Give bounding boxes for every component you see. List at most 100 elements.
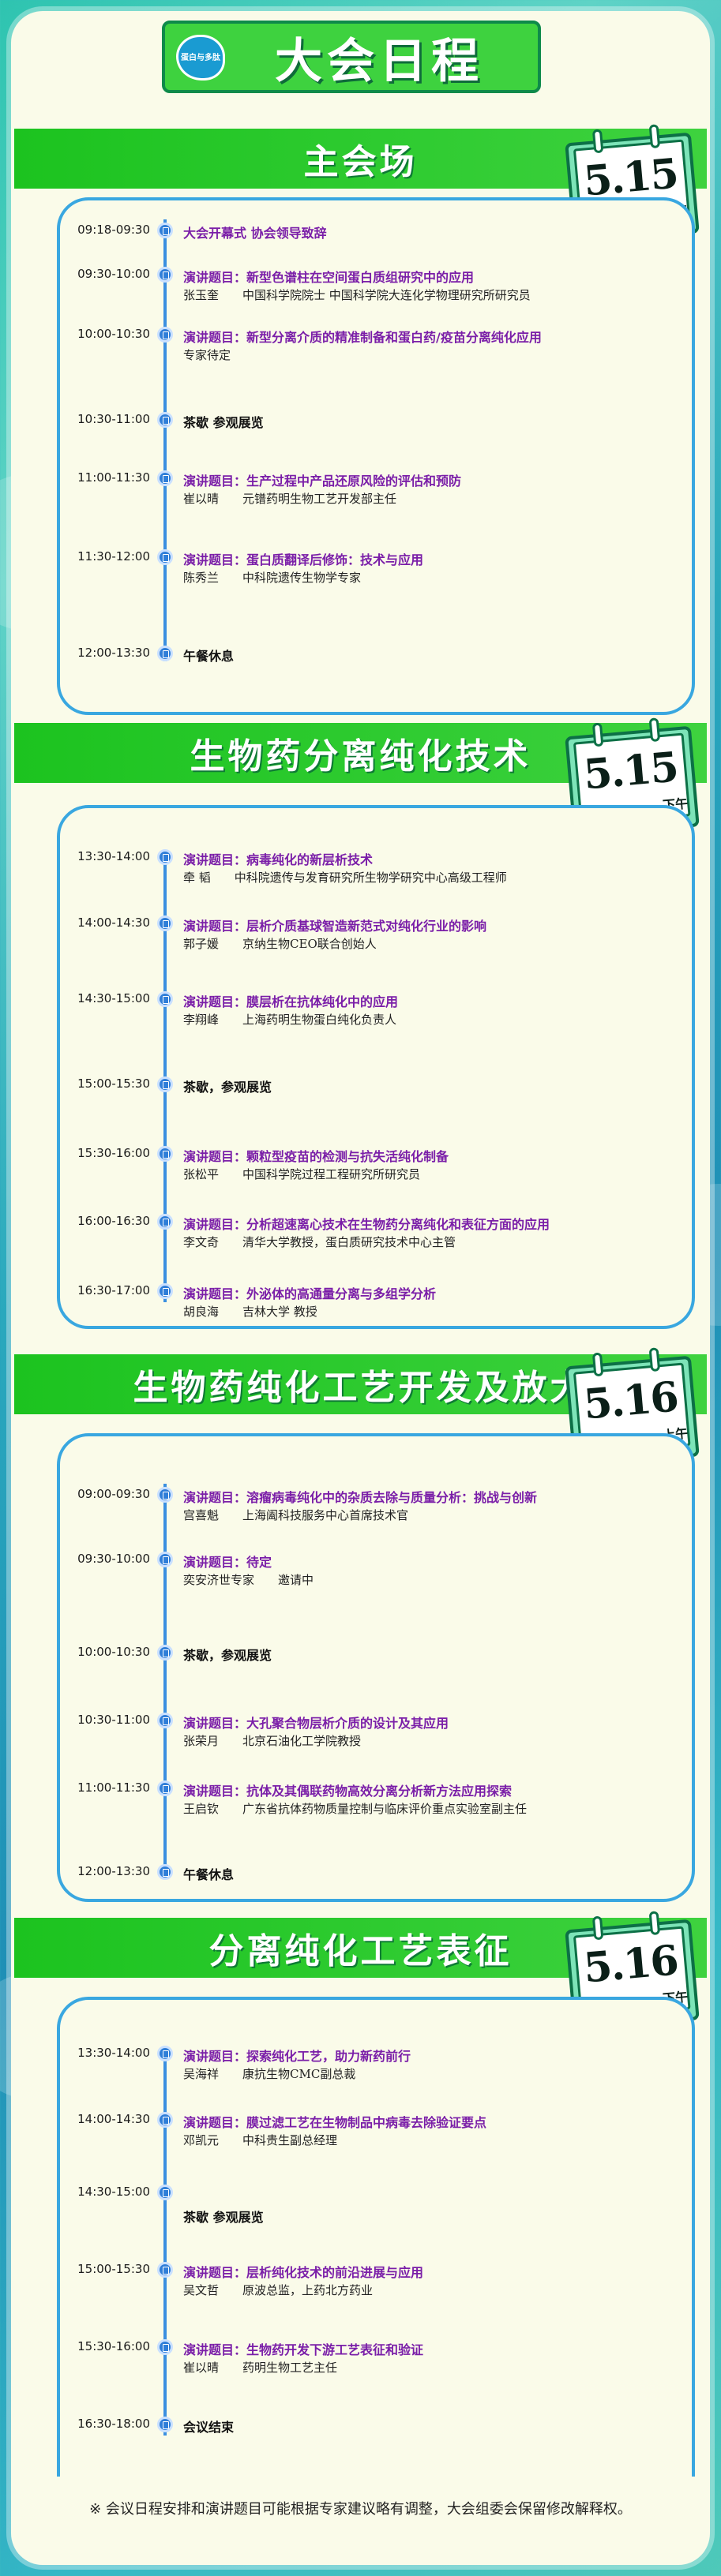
session-time: 10:00-10:30: [77, 1645, 150, 1659]
session-time: 15:00-15:30: [77, 1076, 150, 1091]
schedule-row: 14:00-14:30 演讲题目：层析介质基球智造新范式对纯化行业的影响 郭子媛…: [0, 915, 711, 963]
session-topic: 层析纯化技术的前沿进展与应用: [246, 2265, 424, 2280]
speaker-name: 邓凯元: [183, 2133, 220, 2147]
talk-label: 演讲题目：: [183, 2049, 247, 2064]
talk-label: 演讲题目：: [183, 919, 247, 934]
schedule-row: 13:30-14:00 演讲题目：病毒纯化的新层析技术 牵 韬中科院遗传与发育研…: [0, 849, 711, 897]
speaker-name: 宫喜魁: [183, 1508, 220, 1522]
session-time: 10:30-11:00: [77, 412, 150, 426]
session-time: 09:30-10:00: [77, 267, 150, 281]
session-time: 09:00-09:30: [77, 1487, 150, 1501]
talk-label: 演讲题目：: [183, 1217, 247, 1232]
speaker-affiliation: 上海阖科技服务中心首席技术官: [242, 1508, 409, 1522]
session-topic: 茶歇 参观展览: [183, 415, 264, 430]
section-title: 生物药纯化工艺开发及放大: [133, 1368, 588, 1408]
document-icon: [157, 2339, 173, 2355]
speaker-name: 牵 韬: [183, 871, 211, 885]
session-time: 11:00-11:30: [77, 470, 150, 485]
speaker-affiliation: 清华大学教授，蛋白质研究技术中心主管: [242, 1235, 456, 1249]
calendar-date: 5.16: [581, 1936, 680, 1993]
document-icon: [157, 1645, 173, 1661]
document-icon: [157, 412, 173, 428]
speaker-affiliation: 原波总监，上药北方药业: [242, 2283, 374, 2297]
speaker-name: 郭子媛: [183, 937, 220, 951]
speaker-name: 崔以晴: [183, 492, 220, 506]
document-icon: [157, 223, 173, 238]
document-icon: [157, 1864, 173, 1880]
session-topic: 生物药开发下游工艺表征和验证: [246, 2342, 424, 2357]
session-time: 15:30-16:00: [77, 2339, 150, 2353]
document-icon: [157, 849, 173, 865]
talk-label: 演讲题目：: [183, 2342, 247, 2357]
header-banner: 蛋白与多肽 大会日程: [162, 21, 541, 93]
schedule-row: 10:30-11:00 茶歇 参观展览: [0, 412, 711, 459]
organizer-logo: 蛋白与多肽: [176, 35, 225, 80]
session-time: 14:30-15:00: [77, 2185, 150, 2199]
section-title: 分离纯化工艺表征: [208, 1931, 513, 1971]
talk-label: 演讲题目：: [183, 1716, 247, 1731]
talk-label: 演讲题目：: [183, 1490, 247, 1505]
session-topic: 蛋白质翻译后修饰：技术与应用: [246, 552, 424, 567]
session-topic: 会议结束: [183, 2420, 235, 2435]
session-topic: 生产过程中产品还原风险的评估和预防: [246, 474, 462, 489]
document-icon: [157, 646, 173, 661]
schedule-row: 10:00-10:30 茶歇，参观展览: [0, 1645, 711, 1692]
schedule-row: 11:30-12:00 演讲题目：蛋白质翻译后修饰：技术与应用 陈秀兰中科院遗传…: [0, 549, 711, 597]
speaker-name: 专家待定: [183, 348, 231, 362]
section-title: 主会场: [303, 142, 418, 182]
speaker-affiliation: 药明生物工艺主任: [242, 2361, 338, 2375]
talk-label: 演讲题目：: [183, 2265, 247, 2280]
page-title: 大会日程: [275, 33, 483, 89]
talk-label: 演讲题目：: [183, 474, 247, 489]
talk-label: 演讲题目：: [183, 1555, 247, 1570]
schedule-row: 15:00-15:30 演讲题目：层析纯化技术的前沿进展与应用 吴文哲原波总监，…: [0, 2262, 711, 2309]
talk-label: 演讲题目：: [183, 330, 247, 345]
session-time: 16:30-17:00: [77, 1283, 150, 1297]
document-icon: [157, 267, 173, 283]
speaker-name: 张松平: [183, 1167, 220, 1181]
session-topic: 大会开幕式 协会领导致辞: [183, 226, 327, 241]
document-icon: [157, 327, 173, 343]
schedule-row: 10:30-11:00 演讲题目：大孔聚合物层析介质的设计及其应用 张荣月北京石…: [0, 1713, 711, 1760]
talk-label: 演讲题目：: [183, 994, 247, 1009]
session-topic: 溶瘤病毒纯化中的杂质去除与质量分析：挑战与创新: [246, 1490, 538, 1505]
speaker-affiliation: 中科院遗传与发育研究所生物学研究中心高级工程师: [234, 871, 507, 885]
session-time: 12:00-13:30: [77, 646, 150, 660]
schedule-row: 15:00-15:30 茶歇，参观展览: [0, 1076, 711, 1124]
document-icon: [157, 549, 173, 565]
talk-label: 演讲题目：: [183, 270, 247, 285]
speaker-affiliation: 中国科学院院士 中国科学院大连化学物理研究所研究员: [242, 288, 531, 302]
session-topic: 待定: [246, 1555, 272, 1570]
talk-label: 演讲题目：: [183, 552, 247, 567]
session-time: 13:30-14:00: [77, 2046, 150, 2060]
session-time: 09:18-09:30: [77, 223, 150, 237]
document-icon: [157, 991, 173, 1007]
document-icon: [157, 915, 173, 931]
talk-label: 演讲题目：: [183, 852, 247, 867]
speaker-name: 陈秀兰: [183, 571, 220, 585]
session-panel-process-scaleup: [57, 1433, 695, 1902]
speaker-affiliation: 中国科学院过程工程研究所研究员: [242, 1167, 421, 1181]
schedule-row: 16:00-16:30 演讲题目：分析超速离心技术在生物药分离纯化和表征方面的应…: [0, 1214, 711, 1261]
speaker-name: 崔以晴: [183, 2361, 220, 2375]
session-topic: 外泌体的高通量分离与多组学分析: [246, 1286, 437, 1301]
schedule-row: 16:30-18:00 会议结束: [0, 2417, 711, 2464]
document-icon: [157, 1076, 173, 1092]
talk-label: 演讲题目：: [183, 1149, 247, 1164]
session-panel-process-characterization: [57, 1997, 695, 2477]
session-topic: 大孔聚合物层析介质的设计及其应用: [246, 1716, 449, 1731]
session-time: 13:30-14:00: [77, 849, 150, 863]
speaker-name: 张玉奎: [183, 288, 220, 302]
session-time: 16:00-16:30: [77, 1214, 150, 1228]
document-icon: [157, 2112, 173, 2128]
schedule-row: 09:30-10:00 演讲题目：新型色谱柱在空间蛋白质组研究中的应用 张玉奎中…: [0, 267, 711, 314]
document-icon: [157, 1487, 173, 1503]
schedule-row: 15:30-16:00 演讲题目：颗粒型疫苗的检测与抗失活纯化制备 张松平中国科…: [0, 1146, 711, 1193]
timeline-line: [163, 1484, 167, 1878]
session-panel-main-hall: [57, 197, 695, 715]
session-time: 09:30-10:00: [77, 1552, 150, 1566]
session-topic: 抗体及其偶联药物高效分离分析新方法应用探索: [246, 1784, 513, 1799]
schedule-row: 14:00-14:30 演讲题目：膜过滤工艺在生物制品中病毒去除验证要点 邓凯元…: [0, 2112, 711, 2159]
session-topic: 膜过滤工艺在生物制品中病毒去除验证要点: [246, 2115, 487, 2130]
schedule-row: 16:30-17:00 演讲题目：外泌体的高通量分离与多组学分析 胡良海吉林大学…: [0, 1283, 711, 1331]
